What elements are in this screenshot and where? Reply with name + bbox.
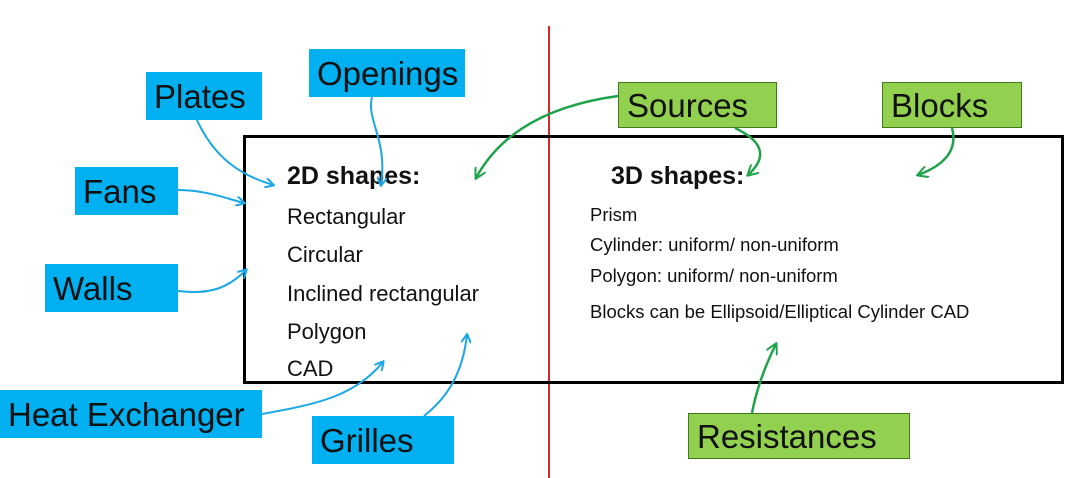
item-3d-polygon: Polygon: uniform/ non-uniform <box>590 265 838 286</box>
heading-3d-shapes: 3D shapes: <box>611 162 745 190</box>
label-heat-exchanger: Heat Exchanger <box>0 390 262 438</box>
arrow-openings <box>369 96 382 185</box>
arrow-heat-exchanger <box>261 362 383 415</box>
heading-2d-shapes: 2D shapes: <box>287 162 421 190</box>
arrow-resistances <box>750 344 776 414</box>
item-3d-cylinder: Cylinder: uniform/ non-uniform <box>590 234 839 255</box>
arrow-sources-to-2d <box>476 94 619 178</box>
item-2d-circular: Circular <box>287 242 363 267</box>
label-resistances: Resistances <box>688 413 910 459</box>
item-2d-polygon: Polygon <box>287 319 367 344</box>
item-3d-blocks-note: Blocks can be Ellipsoid/Elliptical Cylin… <box>590 301 970 322</box>
label-walls: Walls <box>45 264 178 312</box>
item-3d-prism: Prism <box>590 204 638 225</box>
arrow-fans <box>177 189 244 203</box>
item-2d-rectangular: Rectangular <box>287 204 406 229</box>
label-plates: Plates <box>146 72 262 120</box>
label-openings: Openings <box>309 49 465 97</box>
arrow-grilles <box>423 335 467 417</box>
item-2d-cad: CAD <box>287 356 334 381</box>
arrow-walls <box>177 270 246 294</box>
vertical-divider <box>548 26 550 478</box>
arrow-plates <box>195 117 273 185</box>
shapes-frame <box>243 135 1064 384</box>
label-fans: Fans <box>75 167 178 215</box>
label-grilles: Grilles <box>312 416 454 464</box>
label-sources: Sources <box>618 82 777 128</box>
label-blocks: Blocks <box>882 82 1022 128</box>
arrow-sources-to-3d <box>734 126 762 175</box>
item-2d-inclined-rectangular: Inclined rectangular <box>287 281 480 306</box>
arrow-blocks <box>918 127 955 175</box>
